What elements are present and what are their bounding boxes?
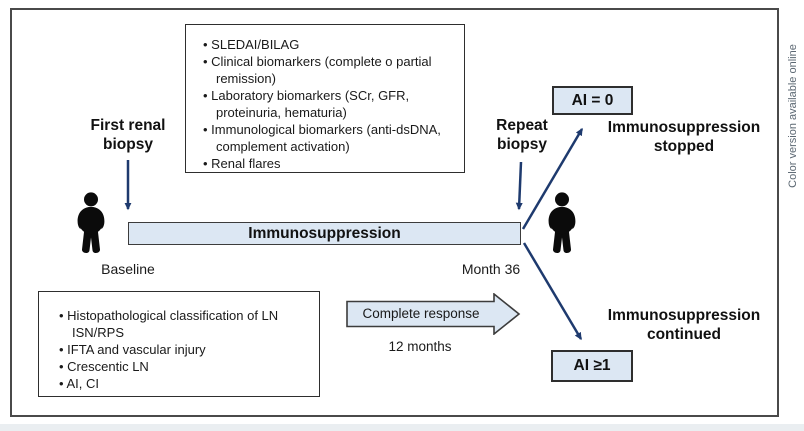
histology-criteria-box: Histopathological classification of LN I… [38,291,320,397]
block-arrow-shape [346,293,521,335]
twelve-months-label: 12 months [388,339,452,354]
list-item: Histopathological classification of LN I… [59,307,313,341]
list-item: AI, CI [59,375,313,392]
complete-response-label: Complete response [362,306,480,321]
ai-zero-box: AI = 0 [552,86,633,115]
patient-month36-icon [548,192,576,253]
histology-criteria-list: Histopathological classification of LN I… [59,307,313,392]
ai-zero-box-label: AI = 0 [571,91,614,109]
immunosuppression-stopped-label: Immunosuppression stopped [607,119,761,155]
ai-ge1-box: AI ≥1 [551,350,633,382]
month-36-label: Month 36 [461,261,521,277]
patient-baseline-icon [77,192,105,253]
list-item: IFTA and vascular injury [59,341,313,358]
list-item: Laboratory biomarkers (SCr, GFR, protein… [203,87,458,121]
complete-response-arrow: Complete response [346,293,521,335]
list-item: SLEDAI/BILAG [203,36,458,53]
repeat-biopsy-label: Repeat biopsy [496,117,548,153]
list-item: Renal flares [203,155,458,172]
immunosuppression-bar-label: Immunosuppression [248,224,401,242]
immunosuppression-continued-label: Immunosuppression continued [607,307,761,343]
ai-ge1-box-label: AI ≥1 [573,357,611,374]
monitoring-criteria-box: SLEDAI/BILAG Clinical biomarkers (comple… [185,24,465,173]
list-item: Crescentic LN [59,358,313,375]
list-item: Clinical biomarkers (complete o partial … [203,53,458,87]
baseline-label: Baseline [101,261,155,277]
monitoring-criteria-list: SLEDAI/BILAG Clinical biomarkers (comple… [203,36,458,172]
list-item: Immunological biomarkers (anti-dsDNA, co… [203,121,458,155]
first-biopsy-label: First renal biopsy [90,117,166,153]
immunosuppression-bar: Immunosuppression [128,222,521,245]
color-version-note: Color version available online [787,44,799,188]
bottom-strip [0,424,804,431]
